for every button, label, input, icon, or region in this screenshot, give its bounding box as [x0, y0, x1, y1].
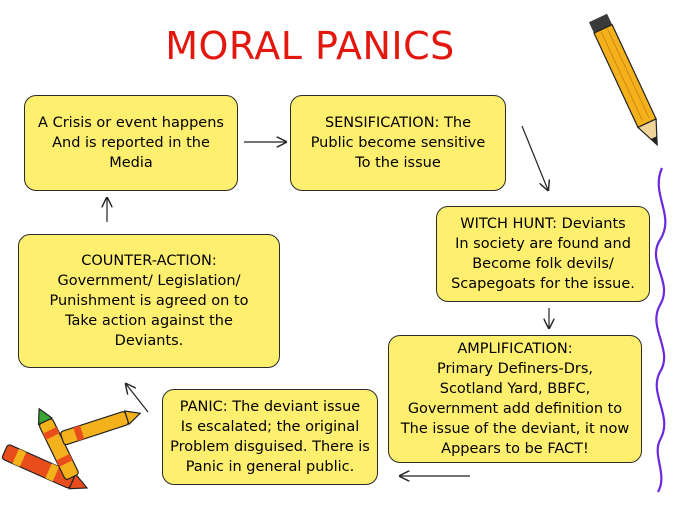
arrow-panic-to-counter-action	[126, 384, 149, 413]
arrow-sensification-to-witch-hunt	[521, 125, 548, 190]
witch-hunt-box: WITCH HUNT: Deviants In society are foun…	[436, 206, 650, 302]
amplification-box: AMPLIFICATION: Primary Definers-Drs, Sco…	[388, 335, 642, 463]
panic-box: PANIC: The deviant issue Is escalated; t…	[162, 389, 378, 485]
crayons-icon	[1, 407, 142, 490]
crisis-box: A Crisis or event happens And is reporte…	[24, 95, 238, 191]
sensification-box: SENSIFICATION: The Public become sensiti…	[290, 95, 506, 191]
page-title: MORAL PANICS	[165, 24, 455, 68]
counter-action-box: COUNTER-ACTION: Government/ Legislation/…	[18, 234, 280, 368]
purple-squiggle-line	[654, 167, 667, 493]
flow-arrows	[107, 125, 549, 476]
pencil-icon	[588, 13, 658, 147]
